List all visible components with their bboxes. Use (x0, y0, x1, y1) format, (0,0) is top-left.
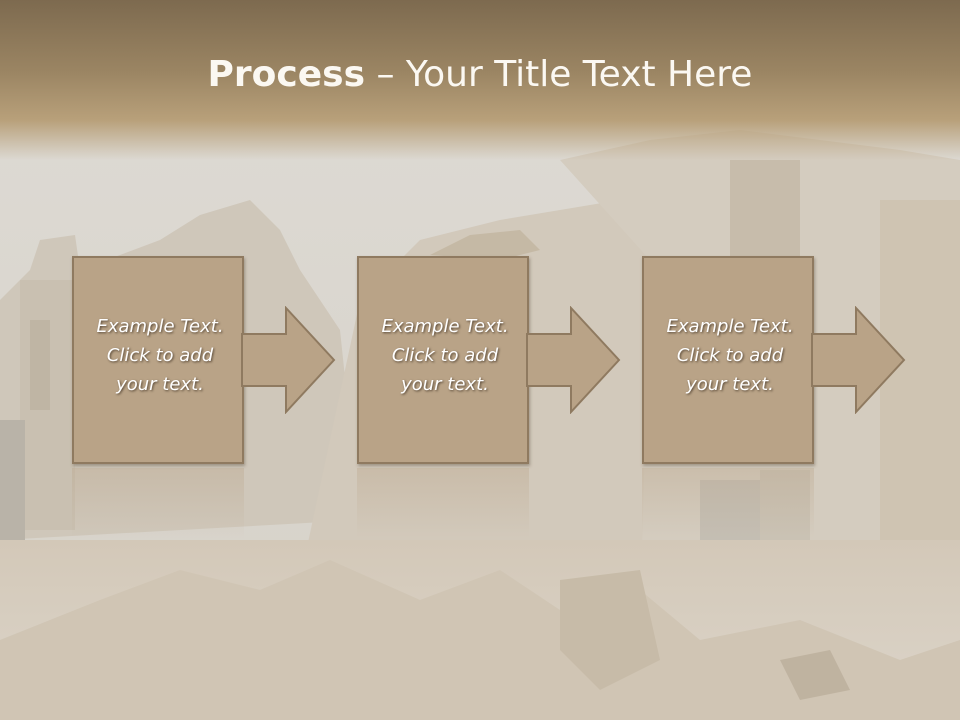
step-text[interactable]: Example Text. Click to add your text. (359, 312, 531, 399)
step-box[interactable]: Example Text. Click to add your text. (357, 256, 529, 464)
title-bold: Process (207, 54, 366, 95)
step-box[interactable]: Example Text. Click to add your text. (642, 256, 814, 464)
step-reflection (642, 468, 814, 538)
step-text-line2: Click to add (676, 345, 784, 366)
step-reflection (357, 468, 529, 538)
title-rest: – Your Title Text Here (365, 54, 753, 95)
step-text-line2: Click to add (391, 345, 499, 366)
process-step-2[interactable]: Example Text. Click to add your text. (357, 256, 621, 466)
step-text-line1: Example Text. (666, 316, 794, 337)
step-text-line2: Click to add (106, 345, 214, 366)
step-reflection (72, 468, 244, 538)
process-step-3[interactable]: Example Text. Click to add your text. (642, 256, 906, 466)
right-arrow-icon (241, 306, 336, 414)
step-text[interactable]: Example Text. Click to add your text. (74, 312, 246, 399)
step-text[interactable]: Example Text. Click to add your text. (644, 312, 816, 399)
right-arrow-icon (811, 306, 906, 414)
step-text-line3: your text. (686, 374, 774, 395)
step-text-line1: Example Text. (381, 316, 509, 337)
step-box[interactable]: Example Text. Click to add your text. (72, 256, 244, 464)
right-arrow-icon (526, 306, 621, 414)
step-text-line3: your text. (401, 374, 489, 395)
slide-title[interactable]: Process – Your Title Text Here (0, 52, 960, 98)
step-text-line1: Example Text. (96, 316, 224, 337)
process-step-1[interactable]: Example Text. Click to add your text. (72, 256, 336, 466)
step-text-line3: your text. (116, 374, 204, 395)
title-band (0, 0, 960, 160)
